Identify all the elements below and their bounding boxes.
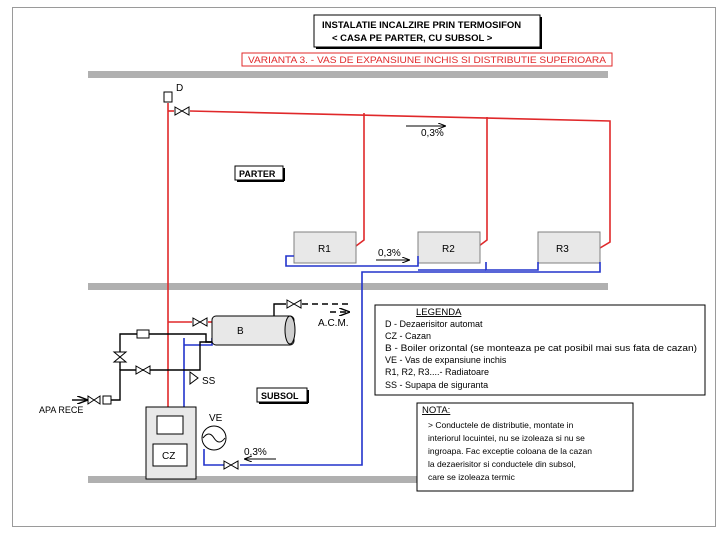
note-line: la dezaerisitor si conductele din subsol… <box>428 459 576 469</box>
legend-item: SS - Supapa de siguranta <box>385 380 488 390</box>
legend-item: R1, R2, R3....- Radiatoare <box>385 367 489 377</box>
ground-floor-slab <box>88 283 608 290</box>
svg-text:VE: VE <box>209 413 223 424</box>
cold-water-piping <box>72 333 212 400</box>
radiator-r3: R3 <box>556 244 569 255</box>
valve-icon <box>192 317 208 327</box>
valve-icon <box>286 299 302 309</box>
room-label-subsol: SUBSOL <box>256 387 309 404</box>
legend-item: D - Dezaerisitor automat <box>385 319 483 329</box>
return-piping <box>183 255 601 466</box>
note-line: > Conductele de distributie, montate in <box>428 420 574 430</box>
slope-label-mid: 0,3% <box>378 248 401 259</box>
legend-item: VE - Vas de expansiune inchis <box>385 355 507 365</box>
slope-label-top: 0,3% <box>421 128 444 139</box>
note-line: ingroapa. Fac exceptie coloana de la caz… <box>428 446 592 456</box>
boiler-b: B <box>211 315 296 346</box>
variant-label: VARIANTA 3. - VAS DE EXPANSIUNE INCHIS S… <box>248 55 606 65</box>
valve-icon <box>174 106 190 116</box>
expansion-vessel: VE <box>201 413 227 451</box>
radiator-r1: R1 <box>318 244 331 255</box>
boiler-unit-cz: CZ <box>145 406 197 480</box>
deaerator: D <box>163 83 183 103</box>
acm-outlet <box>273 303 350 316</box>
svg-text:PARTER: PARTER <box>239 169 276 179</box>
legend: LEGENDA D - Dezaerisitor automat CZ - Ca… <box>374 304 706 396</box>
svg-text:SUBSOL: SUBSOL <box>261 391 299 401</box>
safety-valve: SS <box>189 371 216 387</box>
valve-icon <box>87 329 151 405</box>
note-title: NOTA: <box>422 405 450 416</box>
radiators: R1 R2 R3 <box>293 231 601 264</box>
title-box: INSTALATIE INCALZIRE PRIN TERMOSIFON < C… <box>313 14 542 49</box>
basement-floor-slab <box>88 476 608 483</box>
valve-icon <box>223 460 239 470</box>
room-label-parter: PARTER <box>234 165 285 182</box>
svg-text:CZ: CZ <box>162 451 175 462</box>
note: NOTA: > Conductele de distributie, monta… <box>416 402 634 492</box>
ceiling-slab <box>88 71 608 78</box>
svg-text:B: B <box>237 326 244 337</box>
supply-piping <box>167 103 611 407</box>
svg-text:D: D <box>176 83 183 94</box>
cold-water-label: APA RECE <box>39 405 83 415</box>
svg-text:SS: SS <box>202 376 216 387</box>
note-line: care se izoleaza termic <box>428 472 516 482</box>
legend-item: B - Boiler orizontal (se monteaza pe cat… <box>385 343 697 353</box>
acm-label: A.C.M. <box>318 318 349 329</box>
slope-label-bottom: 0,3% <box>244 447 267 458</box>
note-line: interiorul locuintei, nu se izoleaza si … <box>428 433 585 443</box>
diagram-frame <box>12 7 716 527</box>
title-line-2: < CASA PE PARTER, CU SUBSOL > <box>332 33 493 44</box>
radiator-r2: R2 <box>442 244 455 255</box>
title-line-1: INSTALATIE INCALZIRE PRIN TERMOSIFON <box>322 20 521 31</box>
variant-box: VARIANTA 3. - VAS DE EXPANSIUNE INCHIS S… <box>241 52 613 67</box>
legend-title: LEGENDA <box>416 307 462 318</box>
legend-item: CZ - Cazan <box>385 331 431 341</box>
